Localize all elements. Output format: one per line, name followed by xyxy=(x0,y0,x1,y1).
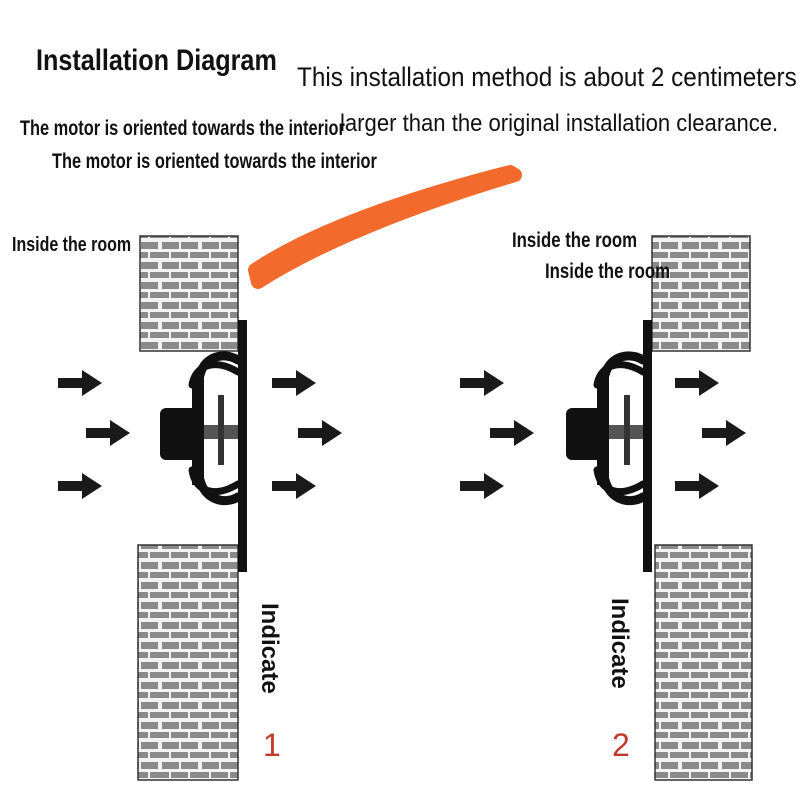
exhaust-fan-left xyxy=(160,320,247,572)
motor-orientation-label-repeat: The motor is oriented towards the interi… xyxy=(52,150,377,173)
brick-wall-right-top xyxy=(651,235,751,352)
arrow-right-icon xyxy=(702,420,746,446)
indicate-caption-1: Indicate xyxy=(256,603,283,694)
orange-highlight-stroke xyxy=(248,165,522,289)
diagram-number-1: 1 xyxy=(263,727,281,763)
diagram-number-2: 2 xyxy=(612,727,630,763)
arrow-right-icon xyxy=(460,370,504,396)
arrow-right-icon xyxy=(272,370,316,396)
arrow-right-icon xyxy=(675,473,719,499)
exhaust-fan-right xyxy=(566,320,652,572)
indicate-caption-2: Indicate xyxy=(606,598,633,689)
room-label-left: Inside the room xyxy=(12,234,132,256)
brick-wall-left-bottom xyxy=(137,544,239,781)
arrow-right-icon xyxy=(58,370,102,396)
arrow-right-icon xyxy=(490,420,534,446)
diagram-title: Installation Diagram xyxy=(36,44,277,77)
motor-orientation-label: The motor is oriented towards the interi… xyxy=(20,117,345,140)
brick-wall-right-bottom xyxy=(654,544,753,781)
arrow-right-icon xyxy=(58,473,102,499)
room-label-right: Inside the room xyxy=(512,229,638,252)
clearance-note-line1: This installation method is about 2 cent… xyxy=(297,62,797,92)
brick-wall-left-top xyxy=(139,235,239,352)
arrow-right-icon xyxy=(460,473,504,499)
arrow-right-icon xyxy=(298,420,342,446)
clearance-note-line2: larger than the original installation cl… xyxy=(340,110,779,137)
room-label-right-repeat: Inside the room xyxy=(545,260,671,283)
arrow-right-icon xyxy=(272,473,316,499)
arrow-right-icon xyxy=(675,370,719,396)
arrow-right-icon xyxy=(86,420,130,446)
